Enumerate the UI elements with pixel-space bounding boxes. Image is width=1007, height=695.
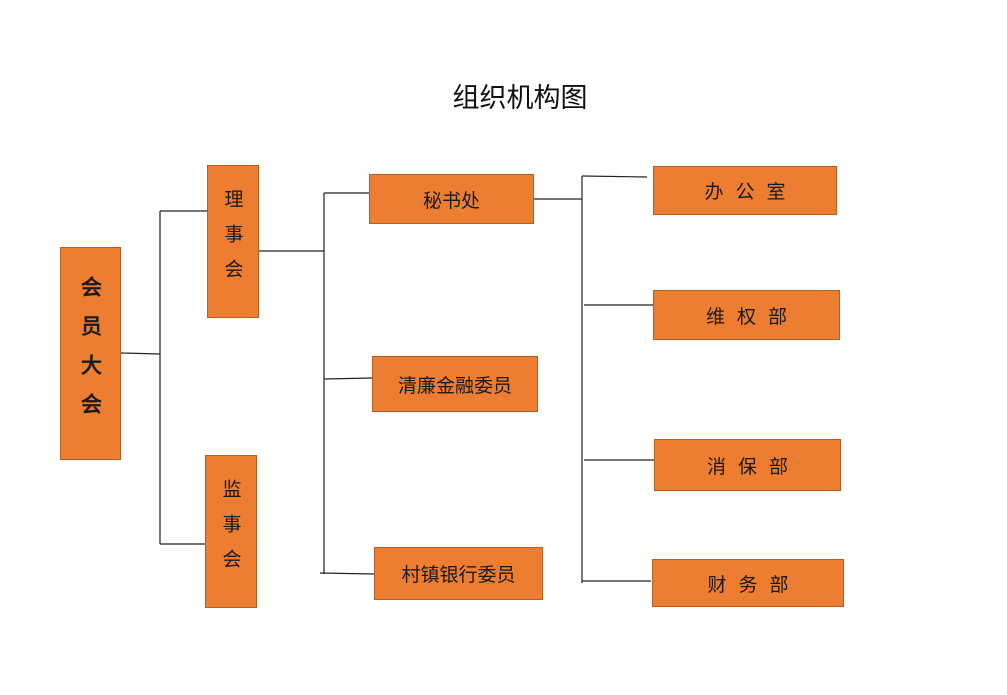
node-office: 办公室	[653, 166, 837, 215]
node-finance-department-label: 财务部	[707, 573, 801, 596]
node-rights-protection: 维权部	[653, 290, 840, 340]
root-node-label: 会员大会	[78, 275, 103, 432]
node-rights-protection-label: 维权部	[705, 305, 799, 328]
node-board-of-directors-label: 理事会	[221, 189, 244, 294]
node-village-bank-committee-label: 村镇银行委员	[401, 564, 516, 586]
root-node-general-assembly: 会员大会	[60, 247, 121, 460]
node-finance-department: 财务部	[652, 559, 844, 607]
node-board-of-supervisors-label: 监事会	[219, 479, 242, 584]
node-clean-finance-committee-label: 清廉金融委员	[397, 374, 512, 397]
node-clean-finance-committee: 清廉金融委员	[372, 356, 538, 412]
node-consumer-protection-label: 消保部	[706, 455, 800, 478]
node-secretariat-label: 秘书处	[422, 189, 480, 212]
diagram-title: 组织机构图	[452, 83, 588, 114]
node-office-label: 办公室	[704, 181, 798, 203]
node-board-of-directors: 理事会	[207, 165, 259, 318]
node-secretariat: 秘书处	[369, 174, 534, 224]
node-village-bank-committee: 村镇银行委员	[374, 547, 543, 600]
node-consumer-protection: 消保部	[654, 439, 841, 491]
node-board-of-supervisors: 监事会	[205, 455, 257, 608]
